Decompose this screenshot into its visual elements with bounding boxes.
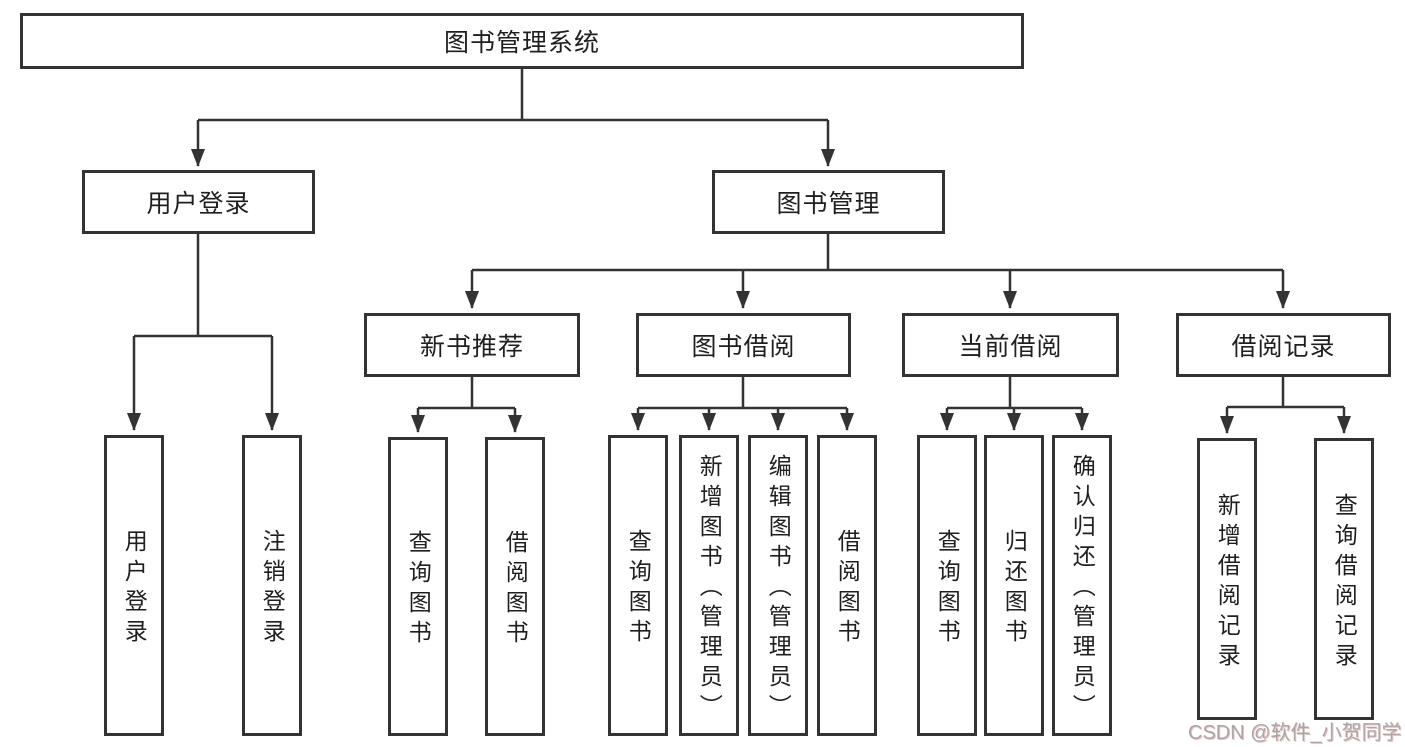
leaf-bb-borrow-books-label: 借阅图书: [834, 529, 861, 649]
node-book-borrow: 图书借阅: [636, 313, 851, 377]
leaf-bb-query-books-label: 查询图书: [625, 529, 652, 649]
leaf-bb-borrow-books: 借阅图书: [817, 435, 877, 736]
connector-borrow-records-split: [1227, 377, 1344, 409]
leaf-br-query-record: 查询借阅记录: [1314, 438, 1374, 720]
connector-new-books-split: [418, 377, 515, 410]
node-user-login-label: 用户登录: [146, 190, 251, 218]
connector-user-login-split: [134, 234, 272, 338]
node-borrow-records: 借阅记录: [1176, 313, 1391, 377]
leaf-cb-return-books-label: 归还图书: [1001, 529, 1028, 649]
node-borrow-records-label: 借阅记录: [1231, 333, 1336, 361]
connector-root-split: [198, 69, 828, 122]
leaf-bb-add-books-label: 新增图书（管理员）: [696, 454, 723, 724]
leaf-cb-query-books: 查询图书: [917, 435, 977, 736]
leaf-user-login-label: 用户登录: [121, 529, 148, 649]
leaf-bb-edit-books: 编辑图书（管理员）: [748, 435, 808, 736]
connector-current-borrow-split: [947, 377, 1082, 410]
leaf-logout-label: 注销登录: [259, 529, 286, 649]
node-book-borrow-label: 图书借阅: [691, 333, 796, 361]
leaf-br-add-record: 新增借阅记录: [1197, 438, 1257, 720]
leaf-cb-confirm-return-label: 确认归还（管理员）: [1069, 454, 1096, 724]
leaf-user-login: 用户登录: [104, 435, 164, 736]
leaf-bb-edit-books-label: 编辑图书（管理员）: [765, 454, 792, 724]
leaf-bb-add-books: 新增图书（管理员）: [679, 435, 739, 736]
node-book-mgmt: 图书管理: [712, 170, 945, 234]
node-user-login: 用户登录: [82, 170, 315, 234]
leaf-nb-borrow-books-label: 借阅图书: [502, 530, 529, 650]
leaf-bb-query-books: 查询图书: [608, 435, 668, 736]
node-current-borrow-label: 当前借阅: [958, 333, 1063, 361]
leaf-cb-query-books-label: 查询图书: [934, 529, 961, 649]
node-library-system: 图书管理系统: [20, 13, 1024, 69]
node-new-books: 新书推荐: [364, 313, 580, 377]
leaf-nb-query-books-label: 查询图书: [405, 530, 432, 650]
leaf-cb-return-books: 归还图书: [984, 435, 1044, 736]
leaf-nb-borrow-books: 借阅图书: [485, 437, 545, 736]
leaf-br-add-record-label: 新增借阅记录: [1214, 492, 1241, 673]
node-new-books-label: 新书推荐: [419, 333, 524, 361]
node-library-system-label: 图书管理系统: [443, 29, 600, 57]
connector-book-mgmt-split: [472, 234, 1283, 272]
node-book-mgmt-label: 图书管理: [776, 190, 881, 218]
leaf-nb-query-books: 查询图书: [388, 437, 448, 736]
leaf-logout: 注销登录: [242, 435, 302, 736]
connector-book-borrow-split: [638, 377, 847, 410]
leaf-cb-confirm-return: 确认归还（管理员）: [1052, 435, 1112, 736]
leaf-br-query-record-label: 查询借阅记录: [1331, 492, 1358, 673]
node-current-borrow: 当前借阅: [902, 313, 1119, 377]
csdn-watermark: CSDN @软件_小贺同学: [1188, 722, 1402, 744]
